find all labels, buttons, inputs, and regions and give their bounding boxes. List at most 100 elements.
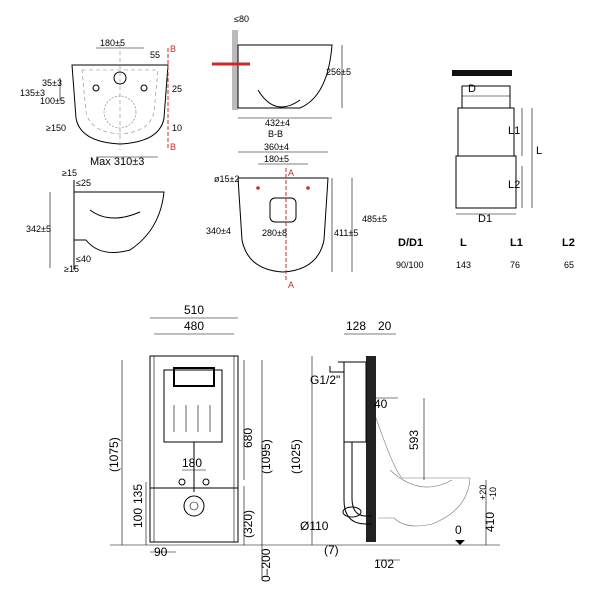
drain-outlet-inner: [189, 501, 199, 511]
side-water-pipe: [329, 366, 344, 373]
top-view-fix-hole-right: [140, 84, 148, 92]
dim-15-hole: ø15±2: [214, 174, 239, 184]
dim-10: 10: [172, 123, 182, 133]
dim-102: 102: [374, 557, 394, 571]
bottom-view-outline: [237, 177, 329, 273]
drain-elbow: [342, 506, 362, 518]
dim-100-frame: 100: [131, 508, 145, 528]
dim-256: 256±5: [326, 67, 351, 77]
dim-510: 510: [184, 303, 204, 317]
dim-680: 680: [241, 428, 255, 448]
dim-280: 280±8: [262, 228, 287, 238]
dim-410-plus: +20: [478, 485, 488, 500]
frame-outline: [149, 355, 239, 543]
top-view: 180±5 55 B B 35±3 135±3 100±5 25 ≥150 10…: [20, 38, 182, 168]
section-caption: B-B: [268, 129, 283, 139]
dim-0-200: 0–200: [259, 548, 273, 582]
dim-150: ≥150: [46, 123, 66, 133]
section-label-a-top: A: [288, 168, 294, 178]
dim-1025: (1025): [289, 439, 303, 474]
label-l2: L2: [508, 179, 520, 191]
dim-25: 25: [172, 84, 182, 94]
dim-80: ≤80: [234, 14, 249, 24]
bolt-hole-left: [178, 478, 186, 486]
bolt-hole-right: [202, 478, 210, 486]
dim-432: 432±4: [265, 118, 290, 128]
label-l1: L1: [508, 125, 520, 137]
side-view-bowl: [74, 191, 165, 253]
dim-40-side: ≤40: [76, 254, 91, 264]
label-l: L: [536, 145, 542, 157]
dim-410-minus: -10: [488, 487, 498, 500]
fix-point-right: [306, 186, 310, 190]
flush-plate-area: [173, 367, 215, 387]
adapter-detail: D L1 L L2 D1 D/D1 L L1 L2 90/100 143 76 …: [396, 70, 575, 270]
dim-1095: (1095): [259, 439, 273, 474]
label-d: D: [468, 83, 476, 95]
side-cistern: [343, 361, 367, 443]
dim-128: 128: [346, 319, 366, 333]
dim-135-frame: 135: [131, 484, 145, 504]
dim-411: 411±5: [334, 228, 358, 238]
bottom-view-outlet: [269, 197, 297, 223]
table-header-l2: L2: [562, 237, 575, 249]
adapter-mid-pipe: [457, 107, 515, 157]
table-cell-d: 90/100: [396, 260, 424, 270]
top-view-inner-rim: [81, 69, 159, 135]
frame-side: 128 20 G1/2" 40 (1025) 593 Ø110 (7) 102 …: [289, 319, 500, 571]
floor-marker: [455, 540, 465, 545]
table-header-l1: L1: [510, 237, 523, 249]
side-toilet-ghost: [375, 417, 471, 527]
dim-40-frame: 40: [374, 397, 388, 411]
table-cell-l: 143: [456, 260, 471, 270]
dim-1075: (1075): [107, 437, 121, 472]
dim-35: 35±3: [42, 78, 62, 88]
dim-15-top: ≥15: [62, 168, 77, 178]
section-b-b: ≤80 256±5 432±4 B-B: [212, 14, 351, 139]
fix-point-left: [256, 186, 260, 190]
side-toilet-ghost-inner: [389, 469, 453, 488]
table-header-l: L: [460, 237, 467, 249]
frame-front: 510 480 (1075) 680 (1095) 180 135 100 (3…: [107, 303, 300, 582]
top-view-outline: [71, 64, 169, 145]
dim-410: 410: [483, 512, 497, 532]
table-cell-l2: 65: [564, 260, 574, 270]
section-label-b-top: B: [170, 44, 176, 54]
dim-593: 593: [407, 430, 421, 450]
dim-15-bottom: ≥15: [64, 264, 79, 274]
side-drain-bend: [351, 442, 372, 517]
section-bowl-outline: [237, 44, 333, 109]
adapter-lower-pipe: [455, 155, 517, 209]
floor-zero: 0: [455, 523, 462, 537]
dim-7: (7): [324, 543, 339, 557]
drain-outlet: [183, 495, 205, 517]
table-header-d: D/D1: [398, 237, 423, 249]
dim-320: (320): [241, 510, 255, 538]
cistern-tank: [163, 369, 223, 443]
label-d1: D1: [478, 213, 492, 225]
dim-180: 180±5: [100, 38, 125, 48]
dim-340: 340±4: [206, 226, 231, 236]
wall-hatch: [232, 30, 238, 110]
dim-485: 485±5: [362, 214, 387, 224]
dim-135: 135±3: [20, 88, 45, 98]
section-label-b-bottom: B: [170, 142, 176, 152]
table-cell-l1: 76: [510, 260, 520, 270]
dim-max-310: Max 310±3: [90, 156, 144, 168]
dim-360: 360±4: [264, 142, 289, 152]
dim-180-frame: 180: [182, 456, 202, 470]
section-label-a-bottom: A: [288, 280, 294, 290]
section-bowl-inner: [257, 89, 301, 108]
dim-342: 342±5: [26, 224, 51, 234]
dim-100: 100±5: [40, 96, 65, 106]
dim-110: Ø110: [300, 519, 329, 533]
dim-20: 20: [378, 319, 392, 333]
adapter-rod: [452, 70, 512, 76]
bottom-view: 360±4 180±5 ø15±2 A A 340±4 280±8 485±5 …: [206, 142, 387, 290]
dim-55: 55: [150, 50, 160, 60]
side-drain-bend-outer: [343, 442, 372, 525]
side-view: ≥15 ≤25 342±5 ≤40 ≥15: [26, 168, 165, 274]
side-frame-post: [366, 356, 376, 542]
top-view-fix-hole-left: [92, 84, 100, 92]
